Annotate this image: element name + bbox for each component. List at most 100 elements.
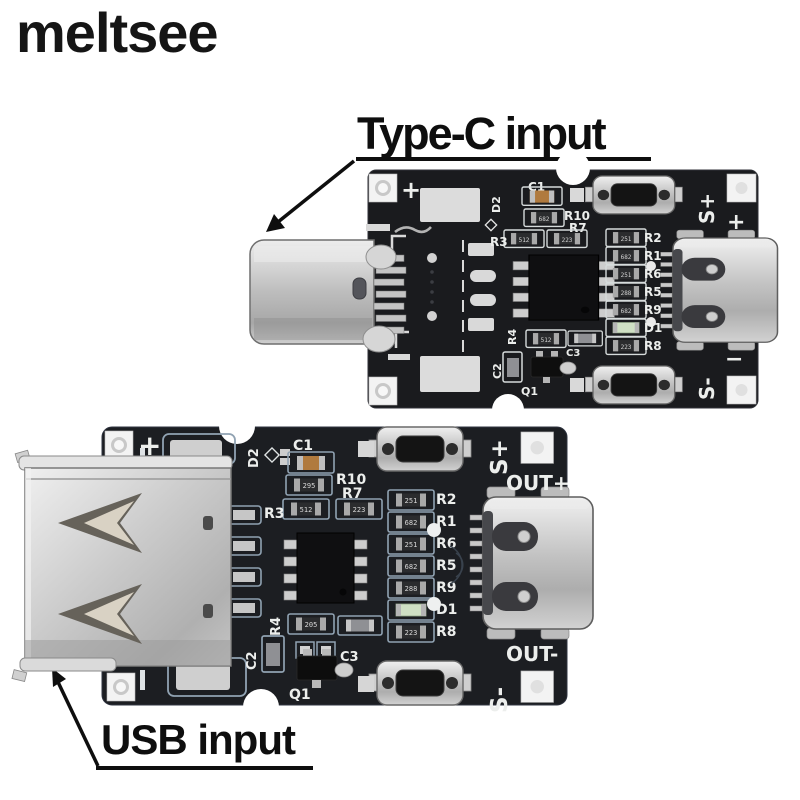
usb-input-label: USB input xyxy=(101,716,296,763)
top-silk-plus-tl: + xyxy=(401,176,421,204)
svg-text:R8: R8 xyxy=(644,339,662,353)
bottom-silk-r7: R7 xyxy=(342,486,363,502)
bottom-pad xyxy=(358,676,374,692)
svg-text:R1: R1 xyxy=(436,514,457,530)
trace-arc xyxy=(449,545,463,585)
bottom-pad xyxy=(280,449,290,456)
usb-crimp-tab-bottom xyxy=(11,669,28,683)
svg-text:682: 682 xyxy=(405,519,418,527)
svg-text:288: 288 xyxy=(405,585,418,593)
bottom-button-upper[interactable] xyxy=(368,426,472,472)
svg-text:R6: R6 xyxy=(436,536,457,552)
typec-input-label: Type-C input xyxy=(357,108,607,159)
bottom-resistor-value: 223 xyxy=(353,506,366,514)
usb-a-receptacle[interactable] xyxy=(11,449,233,683)
bottom-resistor-value: 295 xyxy=(303,482,316,490)
top-diode-marker xyxy=(484,218,498,232)
via xyxy=(427,523,441,537)
top-corner-pad-tl xyxy=(368,173,398,203)
top-resistor-value: 512 xyxy=(519,237,530,244)
usb-shell-slot xyxy=(203,516,213,530)
top-silk-r3: R3 xyxy=(490,235,508,249)
via xyxy=(427,597,441,611)
top-pad xyxy=(570,378,584,392)
plug-highlight xyxy=(254,246,370,262)
top-pcb-notch-bottom xyxy=(492,394,524,426)
plug-shell xyxy=(249,239,375,345)
bottom-silk-c2: C2 xyxy=(245,651,260,670)
bottom-silk-r4: R4 xyxy=(269,617,284,636)
svg-text:D1: D1 xyxy=(644,321,662,335)
svg-text:251: 251 xyxy=(621,272,632,279)
bottom-silk-r3: R3 xyxy=(264,506,285,522)
bottom-board: + D2 C1 295 R10 R7 512 223 R3 251 682 xyxy=(11,408,594,725)
usb-annotation-arrow xyxy=(52,668,313,770)
plug-shade xyxy=(254,318,372,340)
bottom-silk-out-plus: OUT+ xyxy=(506,471,570,495)
bottom-corner-pad-br xyxy=(520,670,555,703)
svg-text:682: 682 xyxy=(621,254,632,261)
top-silk-r7: R7 xyxy=(569,221,587,235)
top-button-upper[interactable] xyxy=(584,175,683,215)
top-left-pads xyxy=(366,188,496,392)
top-resistor-column: 251 682 251 288 682 223 R2 R1 R6 R5 R9 D… xyxy=(605,228,662,356)
bottom-resistor-value: 512 xyxy=(300,506,313,514)
bottom-silk-c1: C1 xyxy=(293,438,313,454)
solder-wick-mark xyxy=(394,226,432,234)
top-corner-pad-br xyxy=(726,375,757,405)
usb-shell-flange-bottom xyxy=(19,657,117,672)
typec-annotation-arrow xyxy=(266,157,651,232)
usb-arrowhead xyxy=(52,668,66,687)
top-cap-c2 xyxy=(507,358,519,377)
svg-text:251: 251 xyxy=(405,541,418,549)
typec-arrow-line xyxy=(276,159,356,224)
bottom-corner-pad-tl xyxy=(104,430,134,460)
top-button-lower[interactable] xyxy=(584,365,683,405)
svg-text:251: 251 xyxy=(621,236,632,243)
plug-slot xyxy=(352,277,367,300)
top-board: + xyxy=(249,151,779,426)
top-resistor-value: 512 xyxy=(541,337,552,344)
svg-text:223: 223 xyxy=(621,344,632,351)
svg-text:R2: R2 xyxy=(436,492,457,508)
bottom-pad xyxy=(280,458,290,465)
top-silk-q1: Q1 xyxy=(521,385,538,398)
top-silk-r10: R10 xyxy=(564,209,590,223)
svg-text:R1: R1 xyxy=(644,249,662,263)
svg-text:R8: R8 xyxy=(436,624,457,640)
bottom-silk-out-minus: OUT- xyxy=(506,642,558,666)
svg-text:288: 288 xyxy=(621,290,632,297)
typec-female-receptacle-top-board[interactable] xyxy=(659,229,779,351)
brand-watermark: meltsee xyxy=(16,1,219,64)
top-silk-c2: C2 xyxy=(491,363,504,379)
bottom-cap-c2-outline xyxy=(261,635,285,673)
top-resistor-value: 223 xyxy=(562,237,573,244)
svg-text:R5: R5 xyxy=(644,285,662,299)
bottom-diode-marker xyxy=(263,446,281,464)
svg-text:251: 251 xyxy=(405,497,418,505)
solder-blob-top xyxy=(365,244,397,270)
top-transistor-q1 xyxy=(530,351,577,383)
bottom-corner-pad-tr xyxy=(520,431,555,464)
solder-blob-bottom xyxy=(362,325,396,353)
usb-spring-lower-inner xyxy=(84,592,134,636)
top-resistor-value: 682 xyxy=(539,216,550,223)
bottom-silk-r10: R10 xyxy=(336,472,367,488)
typec-arrowhead xyxy=(266,214,285,232)
bottom-resistor-value: 205 xyxy=(305,621,318,629)
svg-text:R6: R6 xyxy=(644,267,662,281)
svg-text:R9: R9 xyxy=(644,303,662,317)
usb-shell-slot xyxy=(203,604,213,618)
top-corner-pad-bl xyxy=(368,376,398,406)
bottom-button-lower[interactable] xyxy=(368,660,472,706)
trace-arc xyxy=(455,552,464,578)
svg-text:R5: R5 xyxy=(436,558,457,574)
typec-female-receptacle-bottom-board[interactable] xyxy=(469,486,594,640)
top-silk-c3: C3 xyxy=(566,348,580,359)
bottom-silk-c3: C3 xyxy=(340,650,359,665)
bottom-transistor-q1 xyxy=(296,649,354,688)
bottom-silk-s-minus: S- xyxy=(487,687,513,713)
svg-text:682: 682 xyxy=(405,563,418,571)
